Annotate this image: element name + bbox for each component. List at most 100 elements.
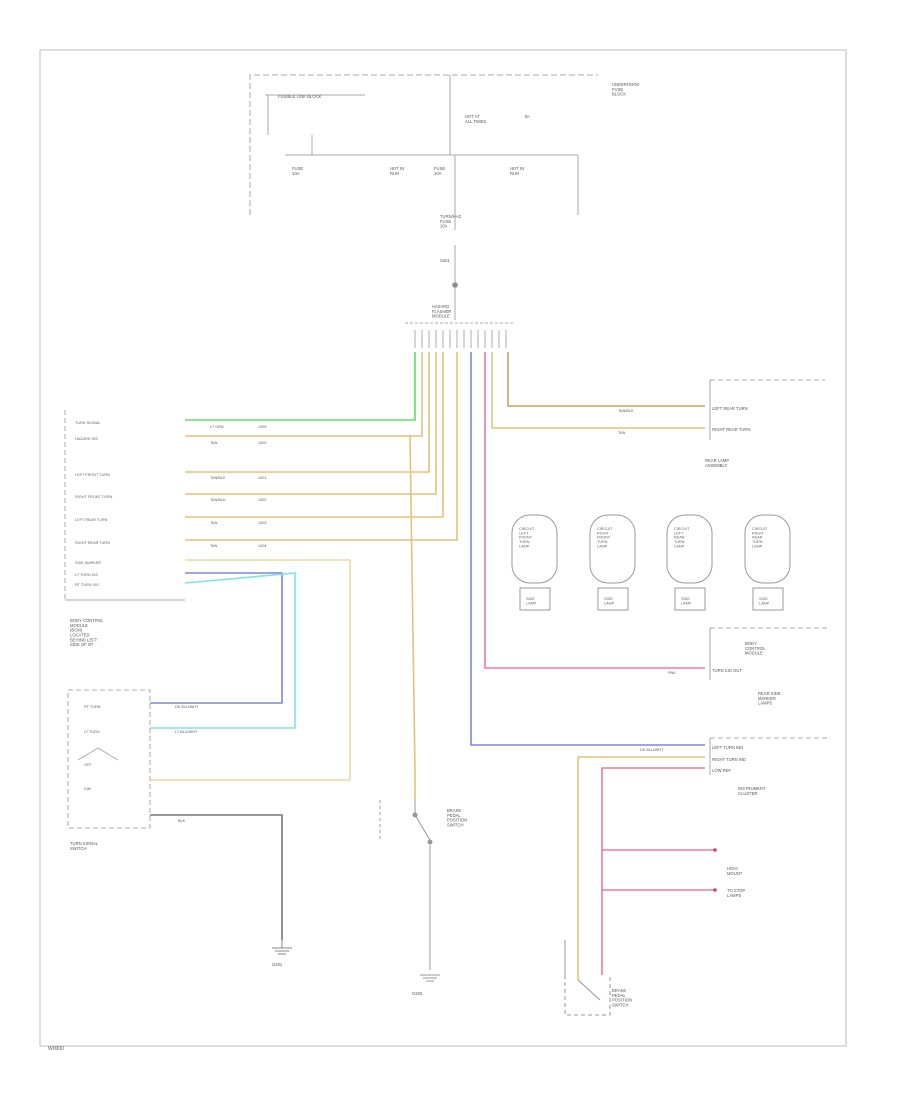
svg-text:LT TURN SIG: LT TURN SIG	[75, 573, 98, 577]
green-wire	[185, 352, 416, 421]
diagram-frame	[39, 49, 847, 1047]
wire-labels: LT GRN 1399 TAN 1400 TAN/BLK 1401 TAN/BL…	[175, 409, 676, 823]
g-mid-label: G202	[412, 991, 423, 996]
wire-label-tan1: TAN	[210, 441, 218, 445]
wire-label-tan5: TAN	[210, 544, 218, 548]
wire-code-tan5: 1404	[258, 544, 266, 548]
wire-label-tan2: TAN/BLK	[210, 476, 226, 480]
brown-wire-1	[150, 559, 351, 781]
svg-text:HAZARD SIG: HAZARD SIG	[75, 437, 98, 441]
fusible-section-label: FUSIBLE LINK BLOCK	[278, 94, 321, 99]
footer-code: W0000	[48, 1046, 64, 1052]
svg-text:DIM: DIM	[84, 787, 91, 791]
pink-wire-end-2	[713, 888, 717, 892]
right-bot-pin2: RIGHT TURN IND	[712, 757, 746, 762]
wire-code-tan4: 1403	[258, 521, 266, 525]
wire-code-tan2: 1401	[258, 476, 266, 480]
ground-left	[272, 940, 292, 955]
wire-label-black: BLK	[178, 819, 186, 823]
tan-wire-2	[185, 352, 430, 473]
right-block-bot	[709, 737, 830, 775]
wire-label-pink: PNK	[668, 671, 676, 675]
bottom-right-switch	[564, 940, 611, 1016]
tan-wire-main	[409, 435, 416, 800]
wire-label-tan3: TAN/BLK	[210, 498, 226, 502]
svg-text:RT TURN SIG: RT TURN SIG	[75, 583, 99, 587]
wire-code-tan1: 1400	[258, 441, 266, 445]
svg-text:SIDE MARKER: SIDE MARKER	[75, 561, 101, 565]
wire-label-green: LT GRN	[210, 425, 224, 429]
right-bot-pin1: LEFT TURN IND	[712, 745, 743, 750]
underhood-fuse-block	[249, 74, 598, 324]
black-wire	[150, 814, 283, 940]
right-block-top	[709, 379, 825, 440]
wire-code-tan3: 1402	[258, 498, 266, 502]
switch-pin-labels: RT TURN LT TURN OFF DIM	[84, 705, 101, 791]
right-top-pin1: LEFT REAR TURN	[712, 406, 748, 411]
left-block-bcm	[64, 410, 185, 601]
right-block-mid	[709, 627, 830, 680]
blue-loop-wire	[150, 572, 283, 704]
sub-label-b: B+	[525, 114, 531, 119]
right-mid-pin: TURN SIG OUT	[712, 668, 742, 673]
wire-label-right-blue: DK BLU/WHT	[640, 748, 664, 752]
svg-text:LT TURN: LT TURN	[84, 730, 100, 734]
wire-label-blue: DK BLU/WHT	[175, 705, 199, 709]
pink-wire-end-1	[713, 848, 717, 852]
svg-text:OFF: OFF	[84, 763, 92, 767]
right-tan-wire-2	[491, 352, 705, 429]
svg-text:RT TURN: RT TURN	[84, 705, 101, 709]
left-pin-labels: TURN SIGNAL HAZARD SIG LEFT FRONT TURN R…	[75, 421, 113, 587]
pink-wire	[484, 352, 705, 669]
wire-label-tan4: TAN	[210, 521, 218, 525]
wire-label-cyan: LT BLU/WHT	[175, 730, 198, 734]
cyan-loop-wire	[150, 572, 296, 729]
splice-label: S201	[440, 258, 450, 263]
turn-switch-box	[67, 689, 151, 829]
ic-pink-wire-2	[601, 850, 715, 891]
tan-wire-5	[185, 352, 458, 541]
svg-text:LEFT REAR TURN: LEFT REAR TURN	[75, 518, 108, 522]
svg-text:RIGHT REAR TURN: RIGHT REAR TURN	[75, 541, 110, 545]
wire-label-right1: TAN/BLK	[618, 409, 634, 413]
wire-label-right2: TAN	[618, 431, 626, 435]
svg-text:RIGHT FRONT TURN: RIGHT FRONT TURN	[75, 495, 113, 499]
blue-wire	[470, 352, 705, 746]
svg-text:LEFT FRONT TURN: LEFT FRONT TURN	[75, 473, 110, 477]
tan-wire-4	[185, 352, 444, 518]
tan-wire-3	[185, 352, 437, 495]
ic-tan-wire	[577, 756, 705, 980]
right-bot-pin3: LOW REF	[712, 768, 732, 773]
